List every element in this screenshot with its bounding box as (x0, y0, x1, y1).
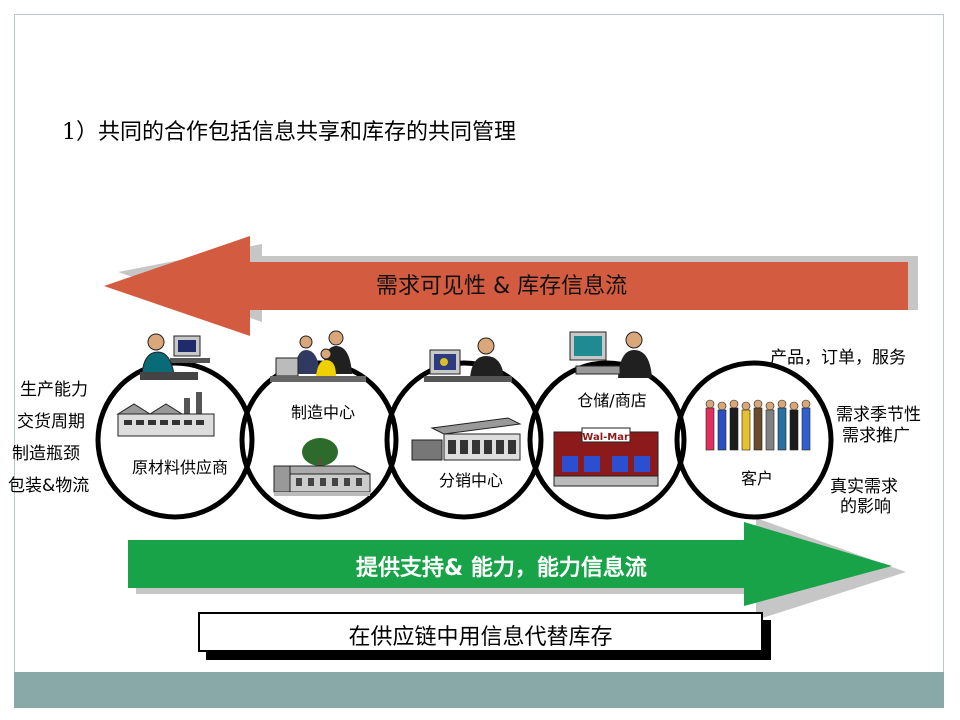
bottom-arrow (128, 522, 892, 606)
cashier-icon (569, 331, 652, 378)
walmart-store-icon (553, 427, 659, 487)
node-circle-distribution (384, 360, 544, 520)
right-factor-product-order-service: 产品，订单，服务 (770, 348, 906, 368)
left-factor-logistics: 包装&物流 (8, 476, 90, 496)
right-factor-seasonality: 需求季节性 (836, 405, 921, 425)
slide-title: 1）共同的合作包括信息共享和库存的共同管理 (62, 120, 516, 145)
node-label-customer: 客户 (740, 469, 774, 488)
node-circle-store (527, 360, 687, 520)
top-arrow-label: 需求可见性 & 库存信息流 (376, 274, 628, 299)
business-meeting-icon (270, 330, 366, 382)
right-factor-impact: 的影响 (840, 497, 891, 517)
store-sign-text: Wal-Mart (582, 432, 634, 443)
factory-icon (116, 392, 215, 437)
left-factor-bottleneck: 制造瓶颈 (12, 444, 80, 464)
crowd-of-people-icon (705, 399, 811, 451)
right-factor-true-demand: 真实需求 (830, 477, 898, 497)
right-factor-promotion: 需求推广 (842, 426, 910, 446)
node-label-manufacturing: 制造中心 (290, 403, 356, 422)
top-arrow (104, 236, 908, 336)
distribution-building-icon (411, 417, 522, 461)
plant-building-icon (273, 438, 371, 496)
node-circle-customer (674, 360, 834, 520)
node-circle-supplier (95, 360, 255, 520)
bottom-summary-box: 在供应链中用信息代替库存 (198, 612, 763, 652)
left-factor-lead-time: 交货周期 (17, 412, 85, 432)
footer-band (14, 672, 944, 708)
bottom-arrow-label: 提供支持& 能力，能力信息流 (356, 556, 647, 581)
node-label-supplier: 原材料供应商 (131, 458, 229, 477)
node-circle-manufacturing (239, 360, 399, 520)
node-label-distribution: 分销中心 (438, 471, 504, 490)
node-label-store: 仓储/商店 (577, 391, 647, 410)
person-on-phone-icon (424, 337, 512, 382)
person-at-computer-icon (140, 333, 210, 380)
left-factor-capacity: 生产能力 (20, 380, 88, 400)
bottom-summary-text: 在供应链中用信息代替库存 (348, 625, 613, 650)
